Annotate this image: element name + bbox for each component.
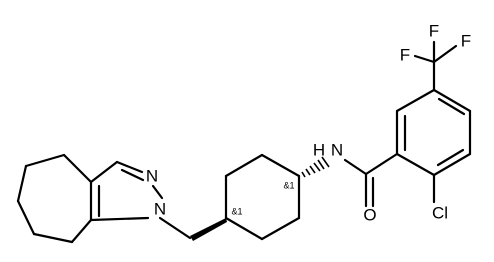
bond-ring-carbonyl [364,152,399,176]
atom-labels: F F F N H O Cl N N &1 &1 [146,21,471,224]
bond-pyr-c7a-n1 [89,216,150,222]
bond-benzene-double-a [437,97,466,116]
bond-layer [16,40,472,244]
bond-benzene-1 [432,88,472,113]
atom-nh-n: N [331,140,343,159]
atom-nh-h: H [313,140,325,159]
atom-f1: F [429,21,439,40]
bond-pyr-c3-c3a [89,160,119,184]
bond-cf3-f3 [432,44,458,64]
atom-f3: F [461,31,471,50]
bond-pyr-n1-n2 [151,184,164,200]
atom-pyrazole-n-top: N [146,166,158,185]
bond-ch2-n1 [158,216,192,240]
bond-cyhex-1 [260,153,301,178]
bond-thring-5 [32,232,74,244]
bond-thring-3 [16,164,28,203]
bond-thring-4 [16,199,36,236]
bond-cyhex-4 [224,216,264,241]
bond-benzene-6 [395,88,436,113]
atom-chlorine: Cl [432,203,448,222]
bond-carbonyl-n [343,158,368,176]
bond-pyr-n2-c3-double [120,168,145,182]
atom-pyrazole-n-bottom: N [154,199,166,218]
bond-cf3-f2 [413,54,436,64]
atom-oxygen: O [363,205,376,224]
bond-benzene-double-b [436,148,465,167]
stereo-label-right: &1 [283,180,294,190]
bond-pyr-n2-c3 [115,160,144,174]
bond-cyhex-2 [224,153,264,178]
bond-cyhex-5 [260,216,301,241]
bond-thring-6 [70,218,93,244]
bond-benzene-3 [432,152,472,177]
bond-thring-2 [24,153,66,168]
hashed-wedge-nh [301,156,330,178]
stereo-label-left: &1 [231,206,242,216]
wedge-ch2 [190,218,227,241]
bond-thring-1 [62,153,93,184]
bond-benzene-4 [395,152,436,177]
atom-f2: F [400,45,410,64]
